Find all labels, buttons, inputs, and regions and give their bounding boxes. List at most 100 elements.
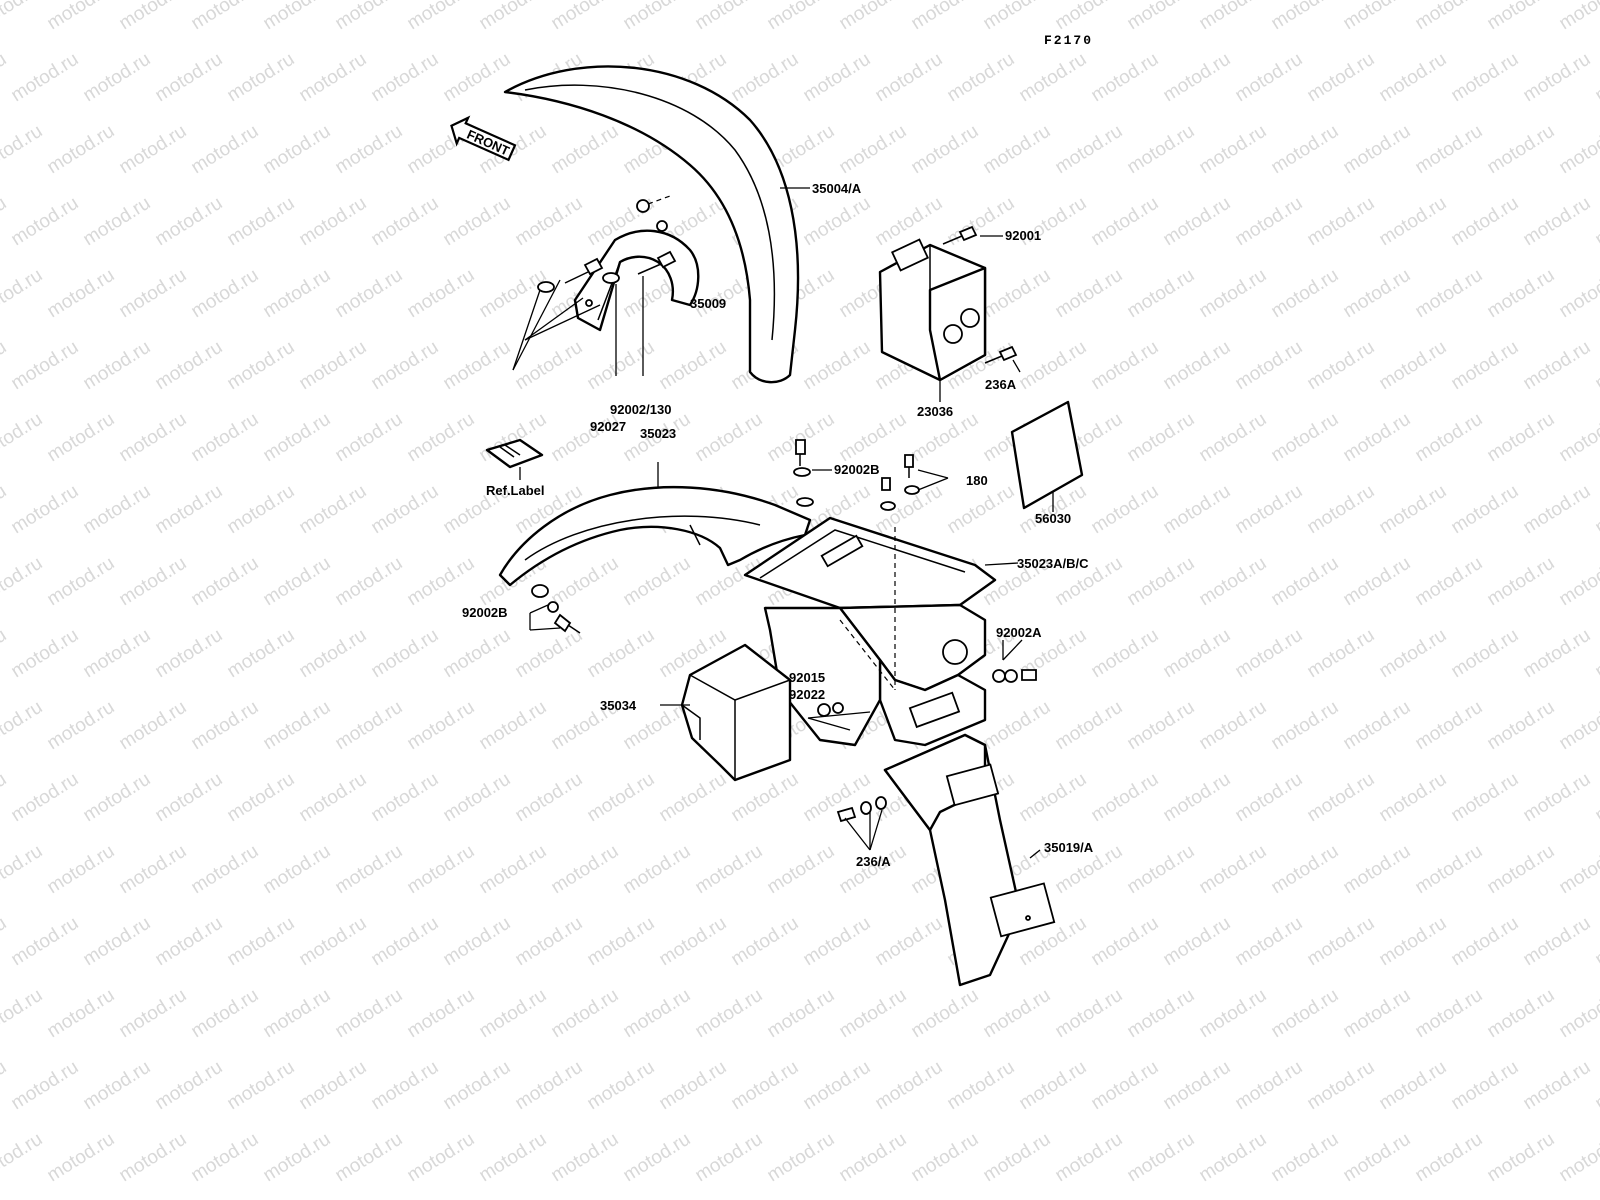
watermark-text: motod.ru bbox=[1520, 913, 1595, 971]
callout-labels: 35004/A 35009 92002/130 92027 92001 236A… bbox=[462, 181, 1094, 869]
watermark-text: motod.ru bbox=[332, 553, 407, 611]
watermark-text: motod.ru bbox=[1340, 1129, 1415, 1187]
watermark-text: motod.ru bbox=[0, 409, 46, 467]
label-92027: 92027 bbox=[590, 419, 626, 434]
watermark-text: motod.ru bbox=[188, 697, 263, 755]
watermark-text: motod.ru bbox=[296, 1057, 371, 1115]
watermark-text: motod.ru bbox=[1556, 553, 1600, 611]
watermark-text: motod.ru bbox=[1412, 985, 1487, 1043]
watermark-text: motod.ru bbox=[1088, 193, 1163, 251]
side-cover bbox=[660, 643, 871, 782]
watermark-text: motod.ru bbox=[368, 49, 443, 107]
watermark-text: motod.ru bbox=[116, 1129, 191, 1187]
watermark-text: motod.ru bbox=[440, 913, 515, 971]
watermark-text: motod.ru bbox=[1088, 1057, 1163, 1115]
watermark-text: motod.ru bbox=[1556, 697, 1600, 755]
watermark-text: motod.ru bbox=[1160, 625, 1235, 683]
watermark-text: motod.ru bbox=[0, 193, 10, 251]
watermark-text: motod.ru bbox=[44, 553, 119, 611]
watermark-text: motod.ru bbox=[296, 49, 371, 107]
watermark-text: motod.ru bbox=[656, 337, 731, 395]
watermark-text: motod.ru bbox=[1556, 985, 1600, 1043]
watermark-text: motod.ru bbox=[872, 193, 947, 251]
watermark-text: motod.ru bbox=[1232, 193, 1307, 251]
watermark-text: motod.ru bbox=[620, 841, 695, 899]
watermark-text: motod.ru bbox=[836, 841, 911, 899]
watermark-text: motod.ru bbox=[1484, 409, 1559, 467]
watermark-text: motod.ru bbox=[368, 1057, 443, 1115]
watermark-text: motod.ru bbox=[0, 841, 46, 899]
watermark-text: motod.ru bbox=[80, 625, 155, 683]
watermark-text: motod.ru bbox=[368, 769, 443, 827]
watermark-text: motod.ru bbox=[1232, 913, 1307, 971]
watermark-text: motod.ru bbox=[584, 625, 659, 683]
watermark-text: motod.ru bbox=[116, 409, 191, 467]
watermark-text: motod.ru bbox=[1088, 913, 1163, 971]
watermark-text: motod.ru bbox=[1124, 841, 1199, 899]
watermark-text: motod.ru bbox=[1592, 1057, 1600, 1115]
watermark-text: motod.ru bbox=[1484, 841, 1559, 899]
watermark-text: motod.ru bbox=[116, 697, 191, 755]
watermark-text: motod.ru bbox=[404, 697, 479, 755]
watermark-text: motod.ru bbox=[1340, 697, 1415, 755]
watermark-text: motod.ru bbox=[656, 1057, 731, 1115]
watermark-text: motod.ru bbox=[0, 481, 10, 539]
watermark-text: motod.ru bbox=[1520, 625, 1595, 683]
watermark-text: motod.ru bbox=[152, 337, 227, 395]
watermark-text: motod.ru bbox=[80, 49, 155, 107]
watermark-text: motod.ru bbox=[1268, 0, 1343, 34]
watermark-text: motod.ru bbox=[728, 49, 803, 107]
watermark-text: motod.ru bbox=[1052, 985, 1127, 1043]
watermark-text: motod.ru bbox=[1124, 0, 1199, 34]
watermark-text: motod.ru bbox=[800, 193, 875, 251]
watermark-text: motod.ru bbox=[0, 697, 46, 755]
watermark-text: motod.ru bbox=[1484, 1129, 1559, 1187]
watermark-text: motod.ru bbox=[1376, 337, 1451, 395]
watermark-text: motod.ru bbox=[512, 337, 587, 395]
watermark-text: motod.ru bbox=[1304, 625, 1379, 683]
watermark-text: motod.ru bbox=[440, 193, 515, 251]
watermark-text: motod.ru bbox=[404, 265, 479, 323]
watermark-text: motod.ru bbox=[1052, 0, 1127, 34]
watermark-text: motod.ru bbox=[404, 841, 479, 899]
label-92002A: 92002A bbox=[996, 625, 1042, 640]
watermark-text: motod.ru bbox=[1196, 0, 1271, 34]
watermark-text: motod.ru bbox=[548, 121, 623, 179]
watermark-text: motod.ru bbox=[764, 0, 839, 34]
watermark-text: motod.ru bbox=[1016, 769, 1091, 827]
watermark-text: motod.ru bbox=[1196, 841, 1271, 899]
watermark-text: motod.ru bbox=[44, 697, 119, 755]
watermark-text: motod.ru bbox=[332, 409, 407, 467]
watermark-text: motod.ru bbox=[1376, 193, 1451, 251]
watermark-text: motod.ru bbox=[1052, 697, 1127, 755]
watermark-text: motod.ru bbox=[1232, 49, 1307, 107]
watermark-text: motod.ru bbox=[548, 409, 623, 467]
watermark-text: motod.ru bbox=[116, 265, 191, 323]
watermark-text: motod.ru bbox=[692, 1129, 767, 1187]
watermark-text: motod.ru bbox=[1016, 49, 1091, 107]
watermark-text: motod.ru bbox=[800, 769, 875, 827]
label-35004A: 35004/A bbox=[812, 181, 862, 196]
watermark-text: motod.ru bbox=[1340, 0, 1415, 34]
watermark-text: motod.ru bbox=[1304, 913, 1379, 971]
watermark-text: motod.ru bbox=[0, 1057, 10, 1115]
label-35023: 35023 bbox=[640, 426, 676, 441]
watermark-text: motod.ru bbox=[476, 841, 551, 899]
watermark-text: motod.ru bbox=[476, 697, 551, 755]
watermark-text: motod.ru bbox=[1052, 121, 1127, 179]
watermark-text: motod.ru bbox=[584, 1057, 659, 1115]
label-23036: 23036 bbox=[917, 404, 953, 419]
watermark-text: motod.ru bbox=[296, 193, 371, 251]
watermark-text: motod.ru bbox=[1088, 337, 1163, 395]
watermark-text: motod.ru bbox=[260, 409, 335, 467]
watermark-text: motod.ru bbox=[980, 1129, 1055, 1187]
watermark-text: motod.ru bbox=[1520, 337, 1595, 395]
watermark-text: motod.ru bbox=[980, 697, 1055, 755]
watermark-text: motod.ru bbox=[368, 193, 443, 251]
watermark-text: motod.ru bbox=[1268, 553, 1343, 611]
watermark-text: motod.ru bbox=[260, 553, 335, 611]
watermark-text: motod.ru bbox=[512, 193, 587, 251]
watermark-text: motod.ru bbox=[1376, 913, 1451, 971]
watermark-text: motod.ru bbox=[1124, 1129, 1199, 1187]
